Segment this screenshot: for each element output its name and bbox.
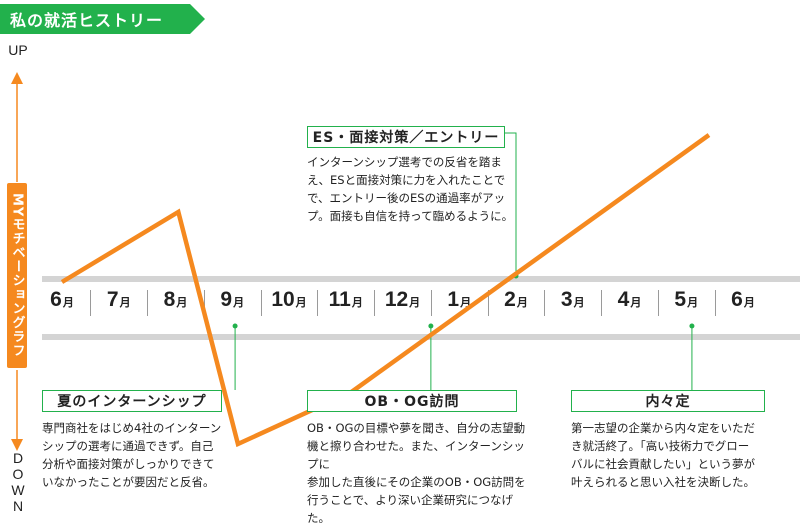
annotation-line: インターンシップ選考での反省を踏ま bbox=[307, 153, 522, 171]
annotation-title-summer-intern: 夏のインターンシップ bbox=[42, 390, 222, 412]
annotation-line: いなかったことが要因だと反省。 bbox=[42, 473, 242, 491]
annotation-line: 機と擦り合わせた。また、インターンシップに bbox=[307, 437, 532, 473]
annotation-line: 行うことで、より深い企業研究につなげた。 bbox=[307, 491, 532, 527]
annotation-title-obog-visit: OB・OG訪問 bbox=[307, 390, 517, 412]
annotation-body-naitei: 第一志望の企業から内々定をいただ き就活終了。「高い技術力でグロー バルに社会貢… bbox=[571, 419, 786, 491]
annotation-line: シップの選考に通過できず。自己 bbox=[42, 437, 242, 455]
annotation-line: 分析や面接対策がしっかりできて bbox=[42, 455, 242, 473]
annotation-line: 第一志望の企業から内々定をいただ bbox=[571, 419, 786, 437]
annotation-line: 叶えられると思い入社を決断した。 bbox=[571, 473, 786, 491]
annotation-dot bbox=[689, 324, 694, 329]
annotation-title-naitei: 内々定 bbox=[571, 390, 765, 412]
annotation-line: バルに社会貢献したい」という夢が bbox=[571, 455, 786, 473]
annotation-line: え、ESと面接対策に力を入れたことで bbox=[307, 171, 522, 189]
annotation-line: 専門商社をはじめ4社のインターン bbox=[42, 419, 242, 437]
annotation-body-obog-visit: OB・OGの目標や夢を聞き、自分の志望動 機と擦り合わせた。また、インターンシッ… bbox=[307, 419, 532, 527]
annotation-title-es-interview: ES・面接対策／エントリー bbox=[307, 126, 505, 148]
annotation-dot bbox=[428, 324, 433, 329]
annotation-line: で、エントリー後のESの通過率がアッ bbox=[307, 189, 522, 207]
annotation-line: プ。面接も自信を持って臨めるように。 bbox=[307, 207, 522, 225]
annotation-line: き就活終了。「高い技術力でグロー bbox=[571, 437, 786, 455]
annotation-body-es-interview: インターンシップ選考での反省を踏ま え、ESと面接対策に力を入れたことで で、エ… bbox=[307, 153, 522, 225]
annotation-line: 参加した直後にその企業のOB・OG訪問を bbox=[307, 473, 532, 491]
annotation-line: OB・OGの目標や夢を聞き、自分の志望動 bbox=[307, 419, 532, 437]
annotation-body-summer-intern: 専門商社をはじめ4社のインターン シップの選考に通過できず。自己 分析や面接対策… bbox=[42, 419, 242, 491]
annotation-dot bbox=[233, 324, 238, 329]
